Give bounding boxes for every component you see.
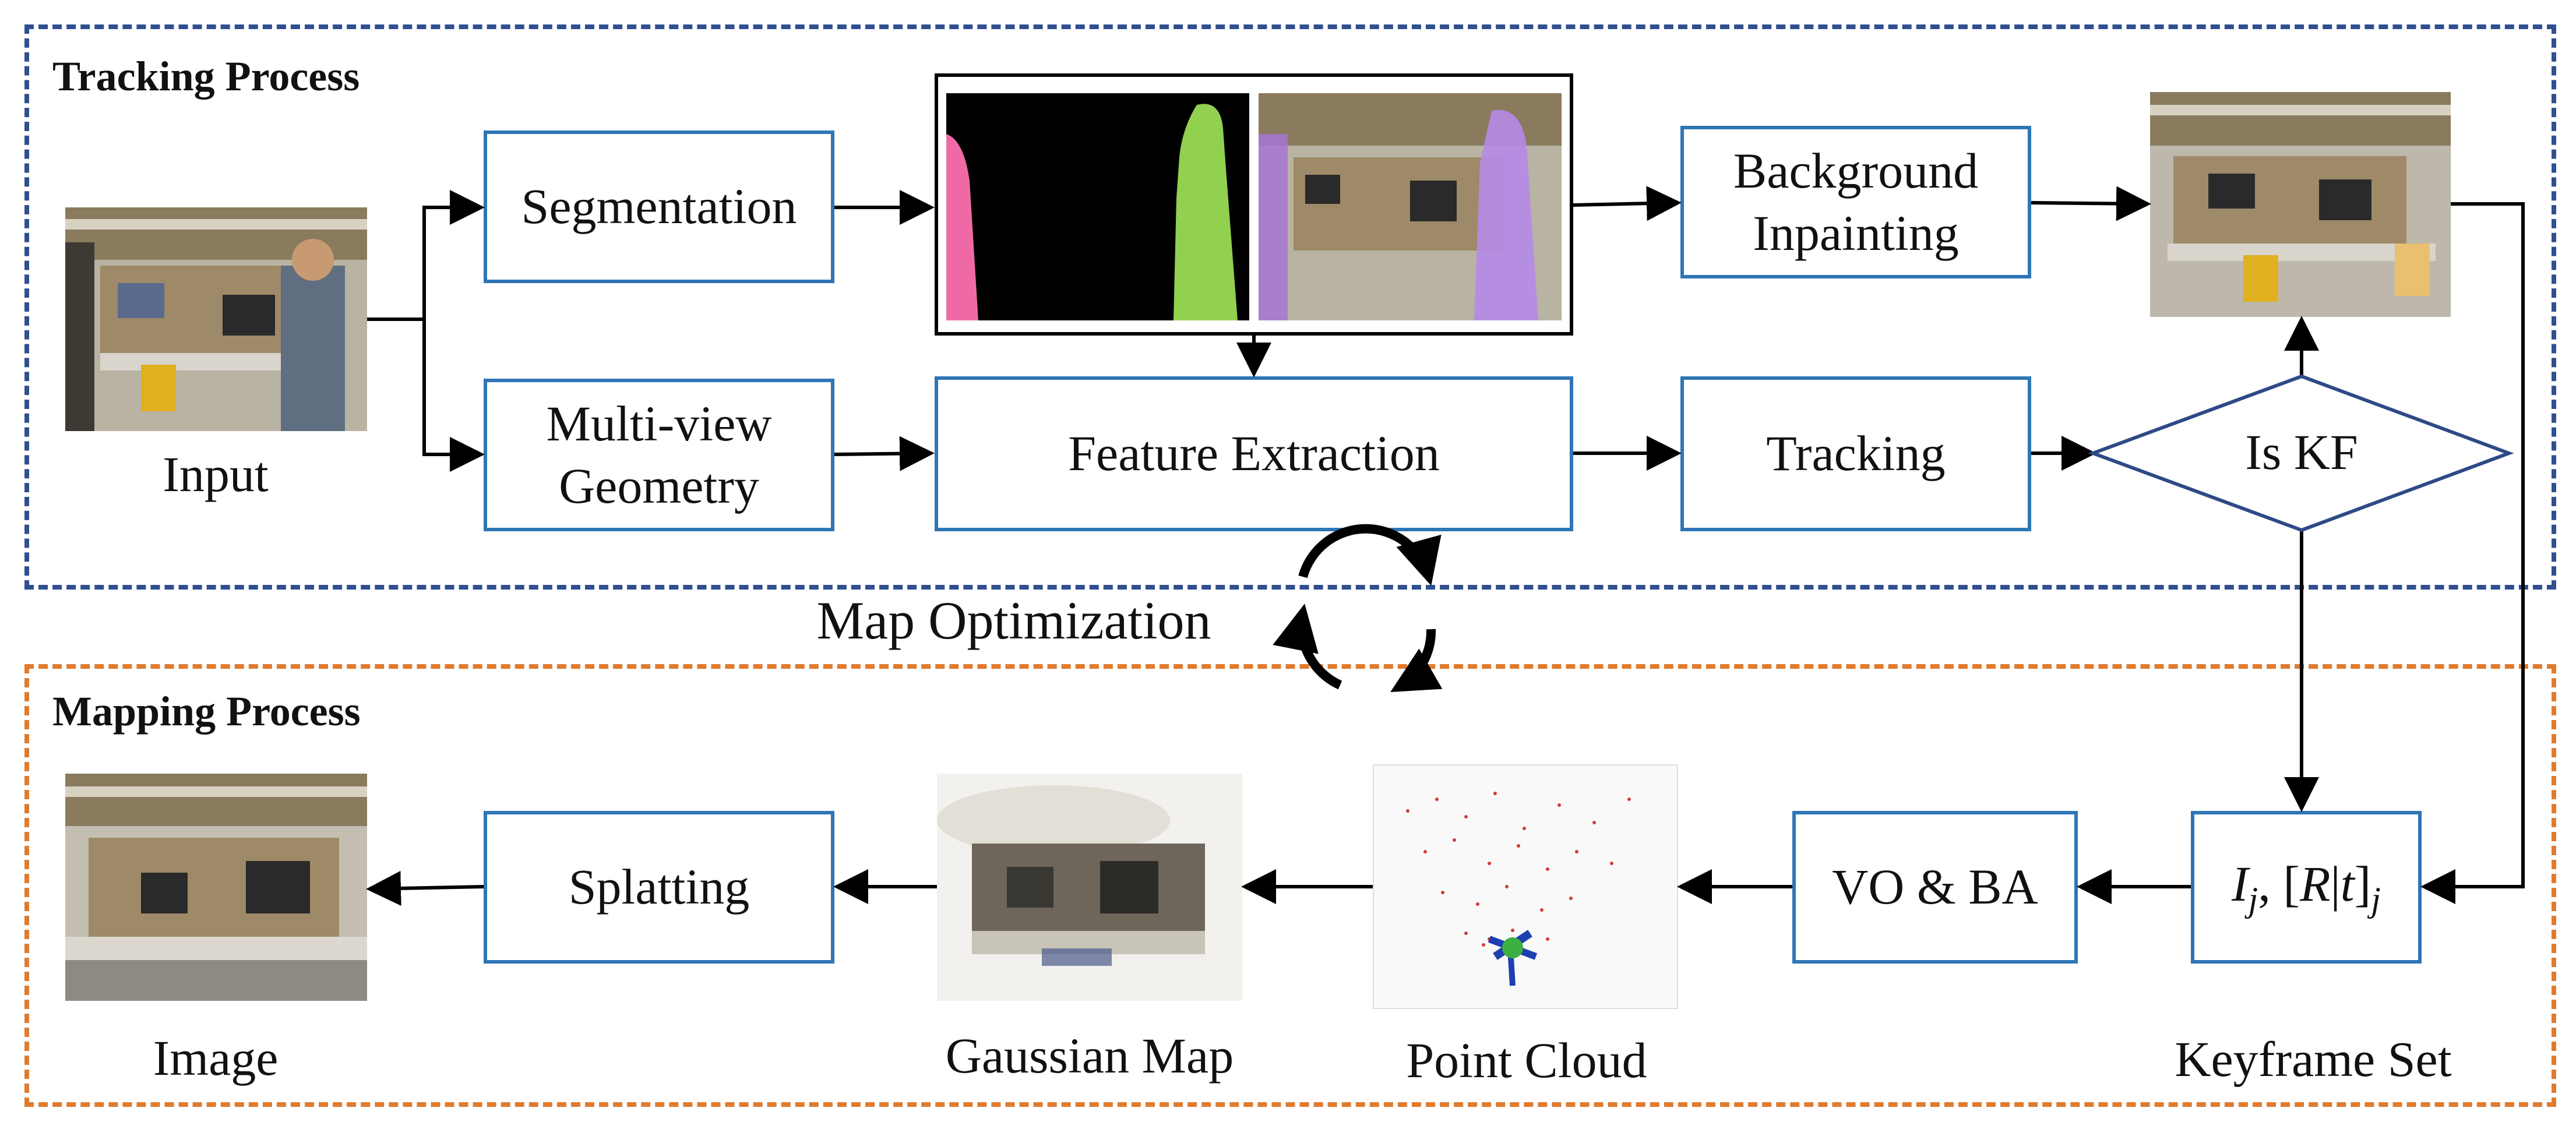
point-cloud-image <box>1373 764 1678 1009</box>
map-optimization-label: Map Optimization <box>816 591 1211 650</box>
arrow-multiview-to-feature <box>834 436 935 471</box>
circular-arrows-icon <box>1273 524 1443 693</box>
mapping-process-region <box>24 664 2556 1107</box>
inpainted-image <box>2150 92 2451 317</box>
splatting-box: Splatting <box>484 811 834 964</box>
gaussian-map-label: Gaussian Map <box>945 1028 1234 1084</box>
background-inpainting-line1: Background <box>1733 142 1979 199</box>
multi-view-label-line2: Geometry <box>559 458 759 514</box>
tracking-process-region <box>24 24 2556 590</box>
tracking-label: Tracking <box>1766 425 1946 482</box>
point-cloud-label: Point Cloud <box>1406 1032 1647 1088</box>
image-label: Image <box>153 1030 279 1086</box>
tracking-box: Tracking <box>1680 376 2031 531</box>
keyframe-set-label: Keyframe Set <box>2175 1031 2452 1087</box>
segmented-overlay-image <box>1259 93 1562 320</box>
input-label: Input <box>163 446 269 502</box>
segmentation-box: Segmentation <box>484 130 834 283</box>
is-kf-label: Is KF <box>2245 424 2358 480</box>
output-image <box>65 774 367 1001</box>
segmentation-result-frame <box>935 73 1573 336</box>
background-inpainting-line2: Inpainting <box>1753 205 1959 261</box>
splatting-label: Splatting <box>568 859 750 915</box>
tracking-process-title: Tracking Process <box>52 53 360 100</box>
segmentation-mask-image <box>946 93 1249 320</box>
is-kf-diamond <box>2088 374 2514 532</box>
arrow-to-multiview <box>422 319 485 472</box>
vo-ba-label: VO & BA <box>1832 859 2038 915</box>
feature-extraction-box: Feature Extraction <box>935 376 1573 531</box>
keyframe-box: Ij, [R|t]j <box>2191 811 2422 964</box>
mapping-process-title: Mapping Process <box>52 688 361 735</box>
input-image <box>65 207 367 431</box>
arrow-mask-to-inpainting <box>1573 186 1682 221</box>
feature-extraction-label: Feature Extraction <box>1068 425 1440 482</box>
multi-view-label-line1: Multi-view <box>546 395 772 451</box>
multi-view-geometry-box: Multi-view Geometry <box>484 379 834 531</box>
arrow-splatting-to-image <box>366 870 484 906</box>
gaussian-map-image <box>937 774 1242 1001</box>
keyframe-formula: Ij, [R|t]j <box>2232 855 2381 919</box>
background-inpainting-box: Background Inpainting <box>1680 126 2031 278</box>
vo-ba-box: VO & BA <box>1792 811 2078 964</box>
arrow-inpainting-to-image <box>2031 186 2151 221</box>
segmentation-label: Segmentation <box>521 178 797 235</box>
arrow-to-segmentation <box>422 190 485 319</box>
arrow-image-to-keyframe <box>2420 202 2525 904</box>
